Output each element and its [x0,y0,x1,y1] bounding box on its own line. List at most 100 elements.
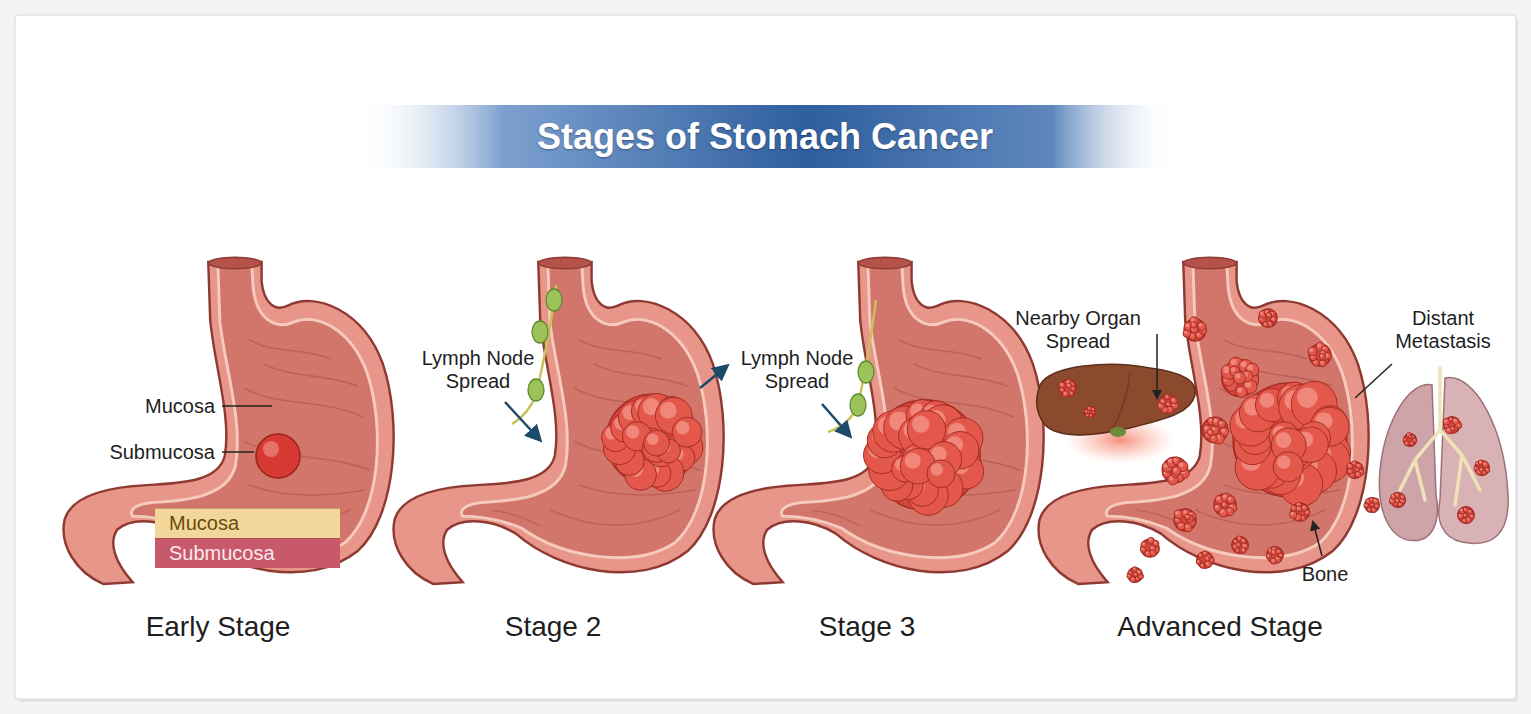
callout-label: Lymph Node Spread [737,347,857,393]
tumor-highlight [1142,542,1145,545]
tumor-highlight [1366,499,1368,501]
tumor-highlight [1356,468,1358,470]
tumor [1230,381,1351,506]
tumor [1162,457,1189,485]
tumor-highlight [1171,398,1174,401]
rugae-fold [249,485,365,495]
tumor-lobe [1205,556,1210,561]
stage-caption: Advanced Stage [1117,611,1323,643]
tumor-highlight [1150,546,1153,549]
tumor-lobe [1276,549,1281,554]
tumor-highlight [1271,317,1274,320]
tumor-lobe [1087,410,1090,413]
title-banner [355,105,1175,168]
tumor [256,434,300,478]
tumor-highlight [1352,461,1354,463]
tumor-highlight [905,453,921,469]
callout-label: Nearby Organ Spread [1008,307,1148,353]
tumor [1140,537,1159,557]
tumor-highlight [1317,343,1321,347]
tumor-highlight [1185,323,1189,327]
tumor-core [1232,537,1249,554]
tumor-highlight [1348,464,1351,467]
stomach-wall [714,262,1044,584]
tumor-lobe [1171,397,1178,404]
tumor-highlight [1260,393,1275,408]
spread-arrow [700,366,727,388]
tumor-lobe [1355,472,1361,478]
tumor-lobe [1409,435,1413,439]
rugae-fold [550,509,681,525]
tumor-highlight [1267,554,1269,556]
tumor-core [1084,406,1095,417]
tumor-highlight [1410,442,1412,444]
tumor-highlight [1480,468,1482,470]
tumor-highlight [1459,514,1462,517]
tumor-lobe [1241,538,1246,543]
tumor-highlight [1449,418,1451,420]
stomach-lining [781,266,1027,558]
tumor-highlight [1464,508,1466,510]
tumor-highlight [1265,310,1268,313]
tumor-highlight [1302,506,1305,509]
tumor-lobe [1241,548,1246,553]
tumor [864,399,984,515]
tumor-lobe [1451,426,1455,430]
leader-line [222,451,254,453]
tumor-highlight [1186,515,1189,518]
esophagus-opening [1184,257,1236,269]
tumor-lobe [1236,386,1247,397]
tumor-lobe [1266,313,1271,318]
rugae-fold [249,340,331,359]
part-label: Mucosa [145,395,215,418]
tumor-highlight [1231,367,1236,372]
tumor-highlight [1208,418,1211,421]
tumor-lobe [1221,502,1227,508]
stomach [394,257,724,584]
lung [1379,385,1437,541]
tumor-lobe [1370,503,1374,507]
tumor [1174,509,1196,532]
esophagus-opening [539,257,591,269]
tumor-lobe [1482,462,1488,468]
rugae-fold [914,364,1008,386]
tumor-highlight [1238,537,1240,539]
tumor-lobe [1308,347,1317,356]
tumor [1202,417,1229,444]
leader-arrow [1156,334,1158,398]
tumor-lobe [1133,572,1137,576]
tumor-highlight [1235,373,1240,378]
tumor-lobe [1400,495,1405,500]
tumor-highlight [1129,571,1131,573]
stomach-lining [131,266,377,558]
tumor-highlight [1468,510,1470,512]
esophagus-opening [859,257,911,269]
tumor [1364,498,1379,513]
tumor-lobe [1091,408,1095,412]
tumor [1084,406,1095,417]
tumor-highlight [1374,499,1377,502]
tumor-highlight [1197,560,1199,562]
title: Stages of Stomach Cancer [537,116,993,157]
spread-arrow [505,402,540,440]
stomach [714,257,1044,584]
tumor-lobe [1191,322,1198,329]
tumor-lobe [1166,402,1171,407]
spread-arrow [822,404,850,436]
rugae-fold [244,388,363,417]
tumor [602,394,703,492]
tumor-core [1444,417,1461,434]
tumor [1474,460,1490,475]
tumor-highlight [1228,497,1232,501]
tumor-lobe [1355,467,1359,471]
tumor-core [1222,360,1259,397]
tumor-highlight [1357,464,1360,467]
tumor-highlight [1203,552,1205,554]
tumor-lobe [644,430,670,456]
tumor-core [1347,462,1364,479]
tumor-highlight [1368,508,1370,510]
part-label: Submucosa [109,441,215,464]
lung [1439,378,1508,544]
tumor-highlight [931,463,943,475]
tumor-highlight [1404,438,1406,440]
